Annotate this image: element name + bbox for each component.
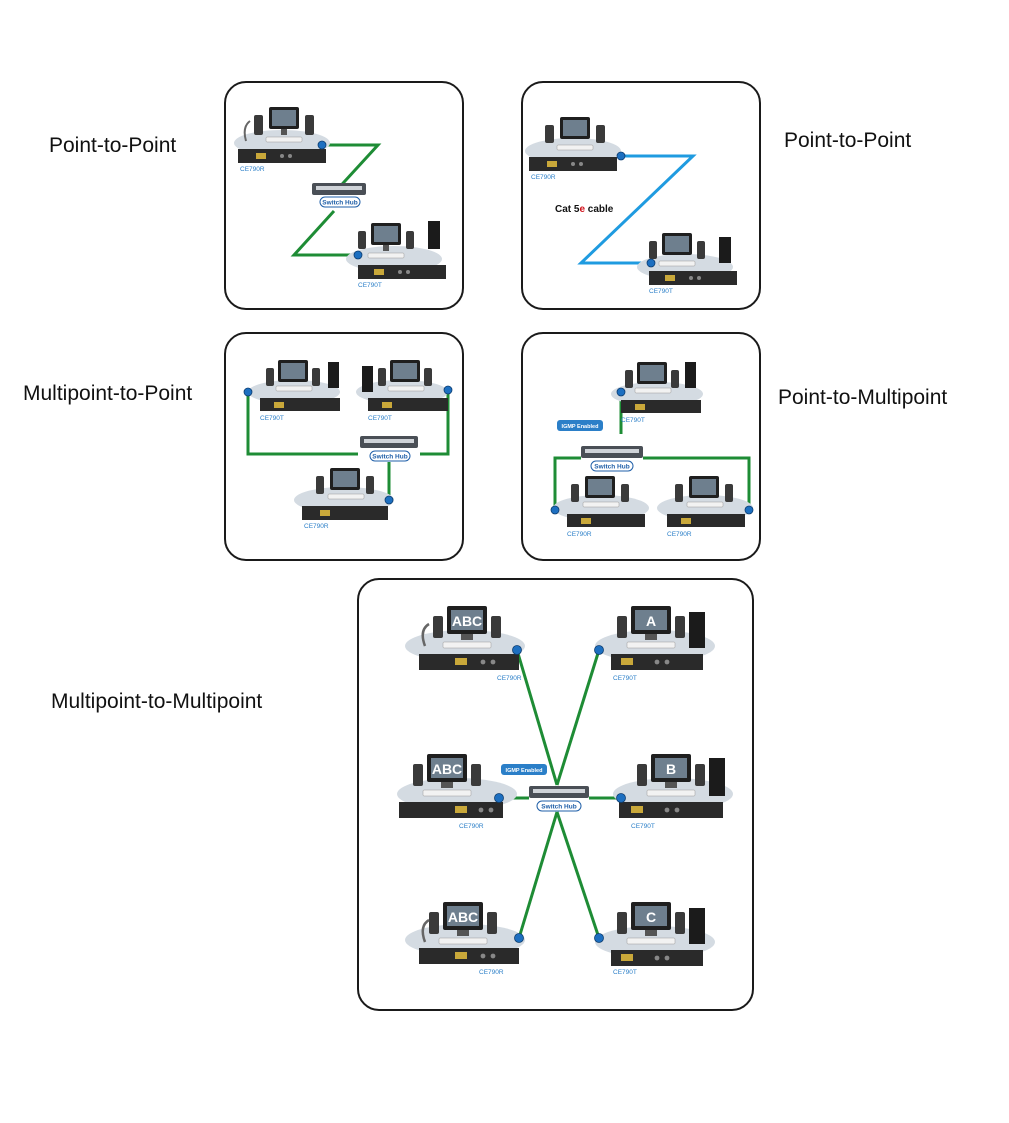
device-label-transmitter: CE790T	[621, 417, 645, 424]
workstation-receiver: ABC CE790R	[405, 606, 525, 682]
switch-hub: Switch Hub	[529, 786, 589, 812]
port-dot	[514, 933, 524, 943]
port-dot	[512, 645, 522, 655]
diagram-point-to-point-hub: CE790R Switch Hub CE790T	[234, 107, 446, 289]
cable-segment	[246, 392, 358, 456]
cable-segment	[517, 811, 559, 939]
port-dot	[594, 645, 604, 655]
cable-segment	[555, 649, 601, 786]
switch-hub-label: Switch Hub	[541, 804, 576, 811]
diagram-point-to-point-cable: CE790R Cat 5e cable CE790T	[525, 117, 737, 295]
cable-segment	[322, 143, 382, 195]
cable-segment	[290, 209, 358, 257]
device-label-transmitter: CE790T	[613, 969, 637, 976]
panel-point-to-point-cable: CE790R Cat 5e cable CE790T	[521, 81, 761, 310]
panel-multipoint-to-multipoint: ABC CE790R ABC CE790R	[357, 578, 754, 1011]
cable-segment	[553, 456, 581, 510]
workstation-transmitter: CE790T	[248, 360, 340, 422]
device-label-transmitter: CE790T	[358, 282, 382, 289]
workstation-transmitter: C CE790T	[595, 902, 715, 976]
igmp-label: IGMP Enabled	[506, 768, 543, 774]
port-dot	[384, 495, 394, 505]
switch-hub-label: Switch Hub	[594, 464, 629, 471]
diagram-point-to-multipoint: CE790T IGMP Enabled Switch Hub CE790R	[550, 362, 754, 538]
device-label-receiver: CE790R	[667, 531, 692, 538]
label-point-to-point-right: Point-to-Point	[784, 129, 912, 152]
cable-segment	[643, 456, 751, 510]
panel-point-to-multipoint: CE790T IGMP Enabled Switch Hub CE790R	[521, 332, 761, 561]
screen-label: ABC	[432, 761, 462, 777]
label-point-to-multipoint: Point-to-Multipoint	[778, 386, 948, 409]
switch-hub: Switch Hub	[581, 446, 643, 472]
workstation-transmitter: CE790T	[346, 221, 446, 289]
diagram-multipoint-to-point: CE790T CE790T Switch Hub	[243, 360, 453, 530]
port-dot	[616, 151, 626, 161]
workstation-receiver: CE790R	[234, 107, 330, 173]
screen-label: C	[646, 909, 656, 925]
cable-label: Cat 5e cable	[555, 204, 614, 215]
screen-label: A	[646, 613, 656, 629]
switch-hub-label: Switch Hub	[372, 454, 407, 461]
switch-hub: Switch Hub	[312, 183, 366, 208]
switch-hub-label: Switch Hub	[322, 200, 357, 207]
device-label-receiver: CE790R	[497, 675, 522, 682]
cable-segment	[420, 390, 450, 456]
port-dot	[616, 793, 626, 803]
port-dot	[594, 933, 604, 943]
port-dot	[744, 505, 754, 515]
label-multipoint-to-point: Multipoint-to-Point	[23, 382, 193, 405]
port-dot	[550, 505, 560, 515]
device-label-transmitter: CE790T	[368, 415, 392, 422]
device-label-transmitter: CE790T	[613, 675, 637, 682]
device-label-receiver: CE790R	[304, 523, 329, 530]
panel-point-to-point-hub: CE790R Switch Hub CE790T	[224, 81, 464, 310]
device-label-transmitter: CE790T	[260, 415, 284, 422]
workstation-receiver: CE790R	[553, 476, 649, 538]
workstation-transmitter: CE790T	[356, 360, 448, 422]
port-dot	[646, 258, 656, 268]
label-multipoint-to-multipoint: Multipoint-to-Multipoint	[51, 690, 263, 713]
port-dot	[317, 140, 327, 150]
device-label-transmitter: CE790T	[649, 288, 673, 295]
label-point-to-point-left: Point-to-Point	[49, 134, 177, 157]
port-dot	[243, 387, 253, 397]
workstation-transmitter: CE790T	[611, 362, 703, 424]
screen-label: ABC	[452, 613, 482, 629]
device-label-receiver: CE790R	[240, 166, 265, 173]
panel-multipoint-to-point: CE790T CE790T Switch Hub	[224, 332, 464, 561]
screen-label: B	[666, 761, 676, 777]
workstation-transmitter: A CE790T	[595, 606, 715, 682]
port-dot	[616, 387, 626, 397]
device-label-receiver: CE790R	[479, 969, 504, 976]
cable-segment	[555, 811, 601, 939]
cat5e-cable	[577, 154, 697, 265]
device-label-receiver: CE790R	[531, 174, 556, 181]
workstation-receiver: ABC CE790R	[405, 902, 525, 976]
workstation-receiver: CE790R	[657, 476, 753, 538]
cable-segment	[515, 649, 559, 786]
diagram-multipoint-to-multipoint: ABC CE790R ABC CE790R	[397, 606, 733, 976]
igmp-badge: IGMP Enabled	[557, 420, 603, 431]
workstation-transmitter: CE790T	[637, 233, 737, 295]
workstation-receiver: CE790R	[294, 468, 394, 530]
workstation-transmitter: B CE790T	[613, 754, 733, 830]
workstation-receiver: ABC CE790R	[397, 754, 517, 830]
workstation-receiver: CE790R	[525, 117, 621, 181]
device-label-transmitter: CE790T	[631, 823, 655, 830]
device-label-receiver: CE790R	[459, 823, 484, 830]
port-dot	[494, 793, 504, 803]
igmp-badge: IGMP Enabled	[501, 764, 547, 775]
screen-label: ABC	[448, 909, 478, 925]
igmp-label: IGMP Enabled	[562, 424, 599, 430]
switch-hub: Switch Hub	[360, 436, 418, 462]
port-dot	[443, 385, 453, 395]
port-dot	[353, 250, 363, 260]
device-label-receiver: CE790R	[567, 531, 592, 538]
